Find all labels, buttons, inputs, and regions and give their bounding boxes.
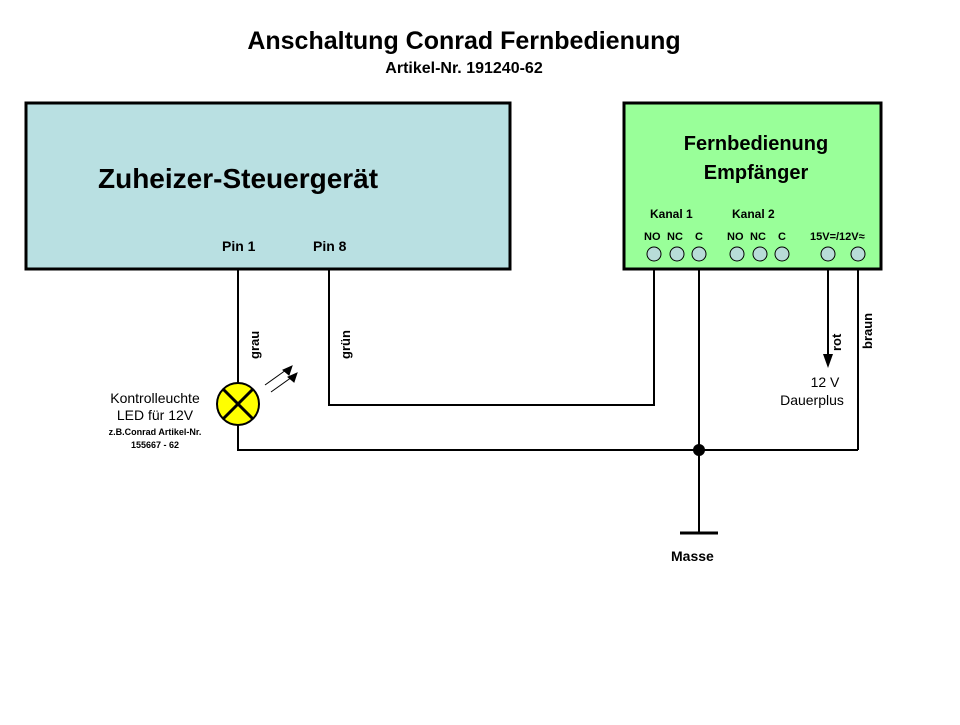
terminal-k1-c [691,246,707,262]
light-emission-icon [264,365,298,393]
wire-label-grau: grau [247,330,262,359]
terminal-12v [850,246,866,262]
rot-arrowhead [823,354,833,368]
channel2-label: Kanal 2 [732,207,775,221]
terminal-15v [820,246,836,262]
wires [237,269,859,532]
k2-no-label: NO [727,231,744,243]
controller-box [24,101,512,271]
terminal-k1-no [646,246,662,262]
k1-nc-label: NC [667,231,683,243]
led-icon [216,382,260,426]
receiver-title-line2: Empfänger [703,162,809,184]
channel1-label: Kanal 1 [650,207,693,221]
supply-label-line2: Dauerplus [780,392,844,408]
wire-gruen [328,269,655,406]
led-label-line1: Kontrolleuchte [110,390,200,406]
receiver-box [622,101,883,271]
ground-label: Masse [671,548,714,564]
wire-label-gruen: grün [338,330,353,359]
pin1-label: Pin 1 [222,238,256,254]
k2-nc-label: NC [750,231,766,243]
junction-dot [693,444,705,456]
wire-label-braun: braun [860,312,875,349]
page-subtitle: Artikel-Nr. 191240-62 [385,60,543,77]
terminal-k2-no [729,246,745,262]
channel1-terminals [646,246,707,262]
led-label-line3: z.B.Conrad Artikel-Nr. [108,427,202,437]
led-label-line4: 155667 - 62 [130,440,180,450]
power-terminals [820,246,866,262]
led-label-line2: LED für 12V [116,407,194,423]
k2-c-label: C [778,231,786,243]
k1-c-label: C [695,231,703,243]
k1-no-label: NO [644,231,661,243]
receiver-title-line1: Fernbedienung [683,133,829,155]
wire-led-ground [237,423,858,451]
controller-name: Zuheizer-Steuergerät [98,163,379,194]
supply-label-line1: 12 V [810,374,840,390]
pin8-label: Pin 8 [313,238,347,254]
terminal-k2-c [774,246,790,262]
power-label: 15V=/12V≈ [810,231,865,243]
wire-label-rot: rot [829,333,844,351]
terminal-k1-nc [669,246,685,262]
terminal-k2-nc [752,246,768,262]
page-title: Anschaltung Conrad Fernbedienung [247,27,681,55]
channel2-terminals [729,246,790,262]
